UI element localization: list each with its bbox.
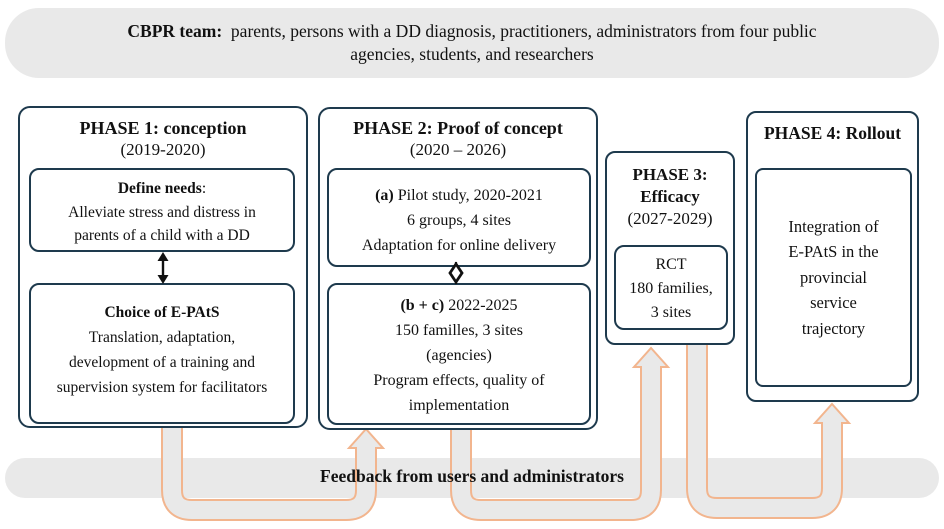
phase4-title: PHASE 4: Rollout [763,123,902,143]
feedback-loop-1-arrow [161,426,386,521]
cbpr-team-line2: agencies, students, and researchers [350,44,594,64]
choice-epats-heading: Choice of E-PAtS [104,304,220,321]
define-needs-heading: Define needs [117,180,202,197]
pilot-study-lead: (a) [375,187,394,204]
feedback-loop-2-arrow [450,346,671,521]
choice-epats-box: Choice of E-PAtS Translation, adaptation… [29,283,295,424]
phase3-years: (2027-2029) [627,209,713,228]
rct-box: RCT 180 families, 3 sites [614,245,728,330]
pilot-study-box: (a) Pilot study, 2020-2021 6 groups, 4 s… [327,168,591,267]
phase2-title: PHASE 2: Proof of concept [353,118,563,138]
cbpr-team-line1: CBPR team: parents, persons with a DD di… [127,21,817,41]
phase1-title: PHASE 1: conception [79,118,247,138]
double-arrow-icon [157,252,169,284]
bc-study-lead: (b + c) [400,297,445,314]
phase4-box: PHASE 4: Rollout Integration of E-PAtS i… [746,111,919,402]
integration-box: Integration of E-PAtS in the provincial … [755,168,912,387]
cbpr-team-label: CBPR team: [127,21,223,41]
feedback-loop-3-arrow [686,344,852,519]
phase2-years: (2020 – 2026) [409,140,507,159]
phase3-title: PHASE 3: Efficacy [632,165,708,206]
feedback-banner-label: Feedback from users and administrators [320,466,624,486]
bc-study-box: (b + c) 2022-2025 150 familles, 3 sites … [327,283,591,425]
diamond-connector-icon [448,261,464,285]
cbpr-team-banner: CBPR team: parents, persons with a DD di… [5,8,939,78]
phase1-years: (2019-2020) [120,140,206,159]
phase3-box: PHASE 3: Efficacy (2027-2029) RCT 180 fa… [605,151,735,345]
define-needs-box: Define needs: Alleviate stress and distr… [29,168,295,252]
